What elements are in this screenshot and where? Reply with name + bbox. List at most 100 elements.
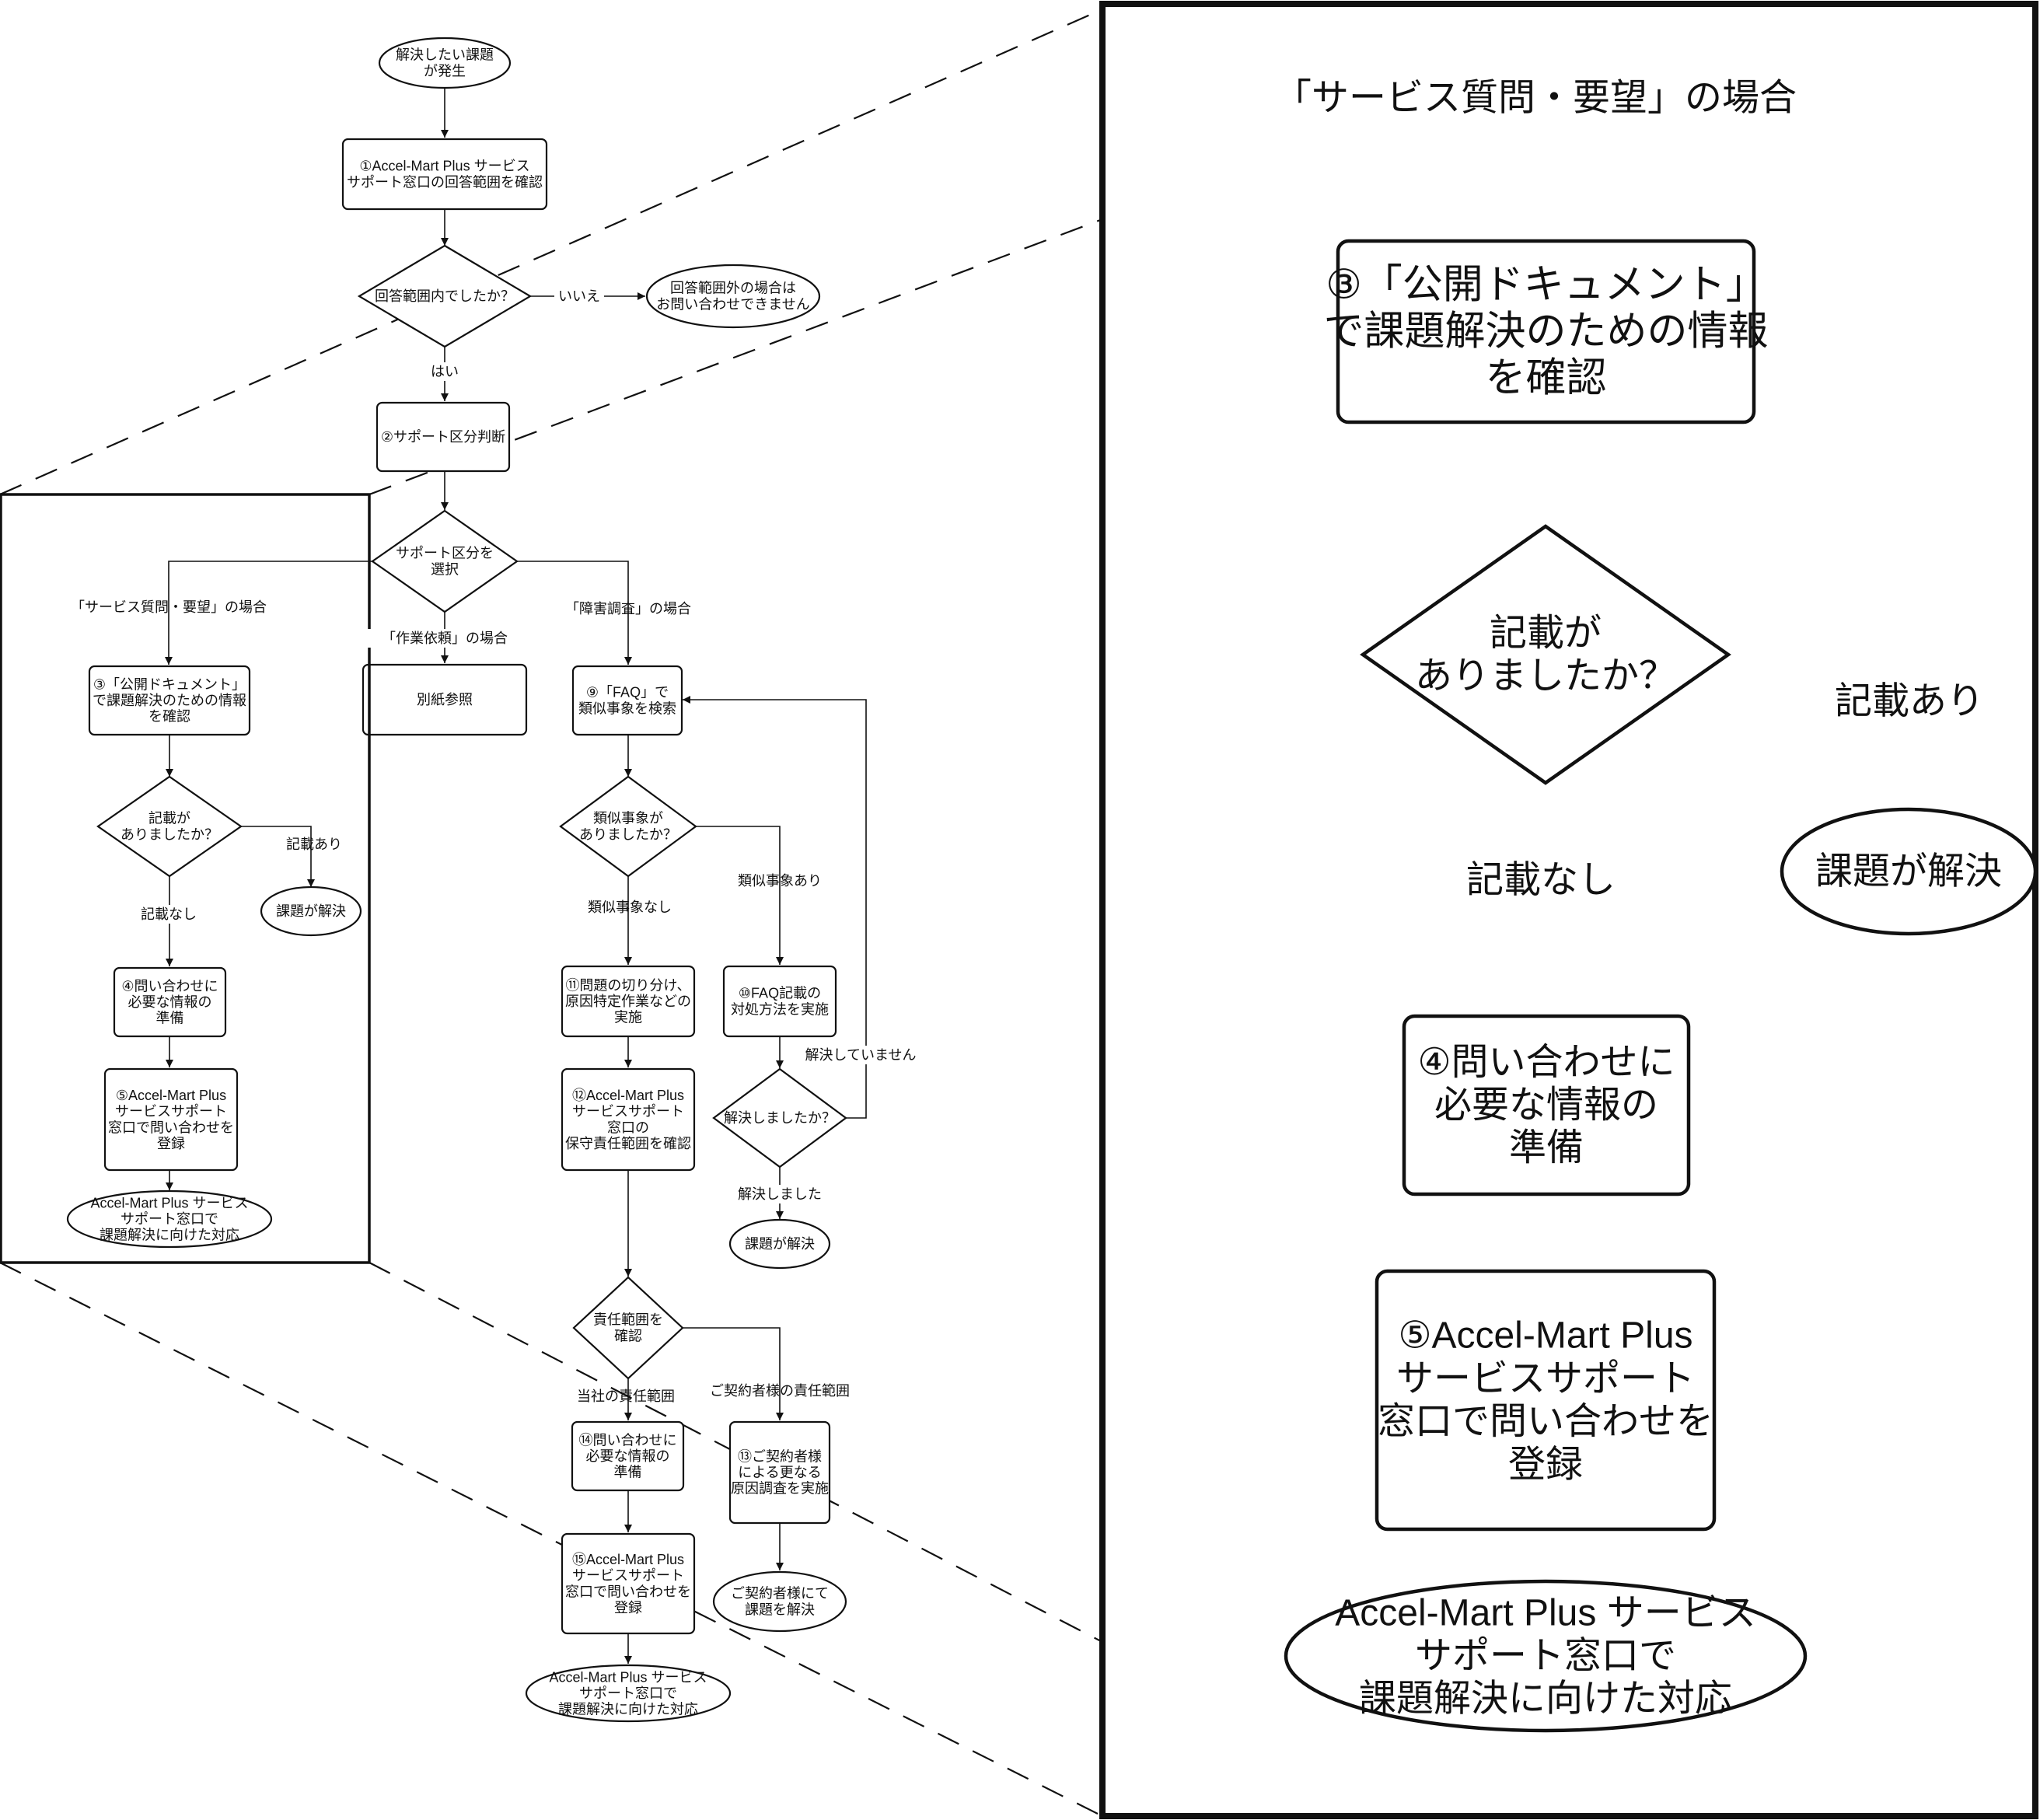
out-of-scope-node-text: お問い合わせできません: [656, 296, 809, 312]
step-10-box: [722, 965, 837, 1038]
left-end-node-text: Accel-Mart Plus サービス: [90, 1195, 248, 1210]
step-11-box-text: 原因特定作業などの: [565, 994, 691, 1009]
step-11-box: [561, 965, 696, 1038]
faq-resolved-node-text: 課題が解決: [745, 1236, 815, 1252]
step-15-box-text: 登録: [614, 1600, 642, 1616]
zoom-left-end-node-text: Accel-Mart Plus サービス: [1335, 1592, 1755, 1633]
label-solved: 解決しました: [738, 1186, 822, 1202]
zoom-line-bottom-right: [369, 1262, 1103, 1643]
doc-resolved-node-text: 課題が解決: [276, 903, 346, 919]
step-5-box: [103, 1067, 239, 1172]
right-end-node-text: Accel-Mart Plus サービス: [549, 1669, 707, 1685]
category-decision-text: サポート区分を: [396, 546, 494, 561]
zoom-label-service-case: 「サービス質問・要望」の場合: [1274, 78, 1797, 119]
zoom-doc-decision-text: 記載が: [1490, 613, 1602, 654]
doc-decision-text: 記載が: [148, 811, 190, 826]
step-15-box-text: ⑮Accel-Mart Plus: [572, 1552, 684, 1567]
responsibility-decision-text: 責任範囲を: [593, 1312, 663, 1328]
zoom-left-end-node: [1284, 1579, 1808, 1733]
label-yes: はい: [431, 364, 459, 379]
start-node-text: が発生: [424, 63, 466, 79]
step-13-box-text: 原因調査を実施: [731, 1481, 829, 1497]
zoom-step-5-box-text: サービスサポート: [1396, 1358, 1695, 1399]
category-decision: [371, 509, 519, 613]
customer-resolved-node: [712, 1570, 847, 1633]
step-9-box: [571, 665, 683, 736]
edge-sim-found: [696, 826, 784, 965]
zoom-step-3-box-text: を確認: [1485, 355, 1606, 400]
label-sim-found: 類似事象あり: [738, 873, 822, 889]
step-11-box-text: ⑪問題の切り分け、: [565, 977, 690, 993]
category-decision-text: 選択: [431, 561, 459, 577]
step-9-box-text: 類似事象を検索: [578, 700, 676, 716]
zoom-label-doc-none: 記載なし: [1466, 860, 1616, 901]
separate-sheet-box: [362, 663, 528, 736]
step-1-box: [341, 138, 548, 211]
label-doc-none: 記載なし: [141, 907, 197, 922]
step-4-box: [113, 966, 227, 1038]
step-3-box: [88, 665, 251, 736]
label-own-scope: 当社の責任範囲: [577, 1389, 675, 1404]
doc-resolved-node: [260, 886, 362, 937]
out-of-scope-node: [645, 264, 821, 329]
zoom-step-3-box-text: で課題解決のための情報: [1323, 309, 1768, 355]
right-end-node-text: 課題解決に向けた対応: [558, 1702, 698, 1717]
label-work-case-bg: [357, 629, 533, 648]
zoom-line-top-left: [0, 8, 1103, 496]
step-14-box-text: ⑭問い合わせに: [579, 1432, 677, 1448]
customer-resolved-node-text: 課題を解決: [745, 1602, 815, 1617]
label-doc-none-bg: [135, 905, 202, 924]
label-no-bg: [554, 287, 604, 306]
step-13-box-text: ⑬ご契約者様: [738, 1448, 822, 1464]
highlight-frame: [0, 493, 371, 1264]
faq-resolved-node: [728, 1218, 831, 1270]
step-9-box-text: ⑨「FAQ」で: [586, 685, 669, 700]
step-14-box-text: 準備: [614, 1465, 642, 1480]
scope-decision-text: 回答範囲内でしたか？: [375, 288, 515, 304]
step-14-box: [571, 1420, 685, 1492]
doc-decision-text: ありましたか？: [121, 826, 218, 842]
zoom-step-5-box-text: 窓口で問い合わせを: [1378, 1401, 1713, 1442]
step-13-box: [728, 1420, 831, 1525]
step-14-box-text: 必要な情報の: [586, 1448, 670, 1464]
label-no: いいえ: [558, 288, 600, 304]
zoom-step-4-box-text: 必要な情報の: [1434, 1085, 1658, 1126]
right-end-node-text: サポート窓口で: [579, 1686, 677, 1701]
label-customer-scope: ご契約者様の責任範囲: [710, 1383, 850, 1399]
edge-cat-service: [165, 561, 372, 665]
responsibility-decision: [572, 1276, 684, 1380]
scope-decision: [357, 244, 533, 348]
zoom-step-4-box-text: 準備: [1509, 1127, 1584, 1169]
doc-decision: [96, 775, 243, 878]
step-5-box-text: 登録: [157, 1136, 185, 1151]
label-solved-bg: [735, 1185, 824, 1203]
step-10-box-text: 対処方法を実施: [731, 1001, 829, 1017]
step-4-box-text: ④問い合わせに: [121, 978, 218, 994]
step-3-box-text: で課題解決のための情報: [93, 693, 246, 708]
zoom-label-doc-found: 記載あり: [1835, 681, 1984, 722]
customer-resolved-node-text: ご契約者様にて: [731, 1586, 829, 1602]
step-12-box: [561, 1067, 696, 1172]
step-15-box-text: サービスサポート: [572, 1568, 684, 1584]
solved-decision: [712, 1067, 847, 1169]
right-end-node: [525, 1664, 732, 1723]
step-1-box-text: ①Accel-Mart Plus サービス: [359, 159, 529, 174]
step-12-box-text: サービスサポート: [572, 1104, 684, 1120]
label-service-case: 「サービス質問・要望」の場合: [71, 599, 267, 615]
step-11-box-text: 実施: [614, 1010, 642, 1025]
zoom-step-3-box: [1336, 239, 1756, 424]
label-sim-none: 類似事象なし: [588, 900, 672, 915]
separate-sheet-box-text: 別紙参照: [417, 692, 473, 707]
step-12-box-text: 窓口の: [607, 1120, 649, 1135]
step-1-box-text: サポート窓口の回答範囲を確認: [347, 174, 543, 190]
zoom-line-bottom-left: [0, 1262, 1103, 1817]
zoom-doc-resolved-node-text: 課題が解決: [1815, 851, 2002, 893]
zoom-left-end-node-text: サポート窓口で: [1415, 1636, 1676, 1677]
label-work-case: 「作業依頼」の場合: [382, 631, 508, 646]
label-fault-case: 「障害調査」の場合: [565, 601, 691, 617]
step-5-box-text: ⑤Accel-Mart Plus: [116, 1088, 226, 1103]
out-of-scope-node-text: 回答範囲外の場合は: [670, 281, 796, 296]
step-3-box-text: ③「公開ドキュメント」: [93, 676, 246, 692]
zoom-doc-resolved-node: [1780, 807, 2038, 936]
zoom-step-5-box: [1375, 1269, 1717, 1532]
